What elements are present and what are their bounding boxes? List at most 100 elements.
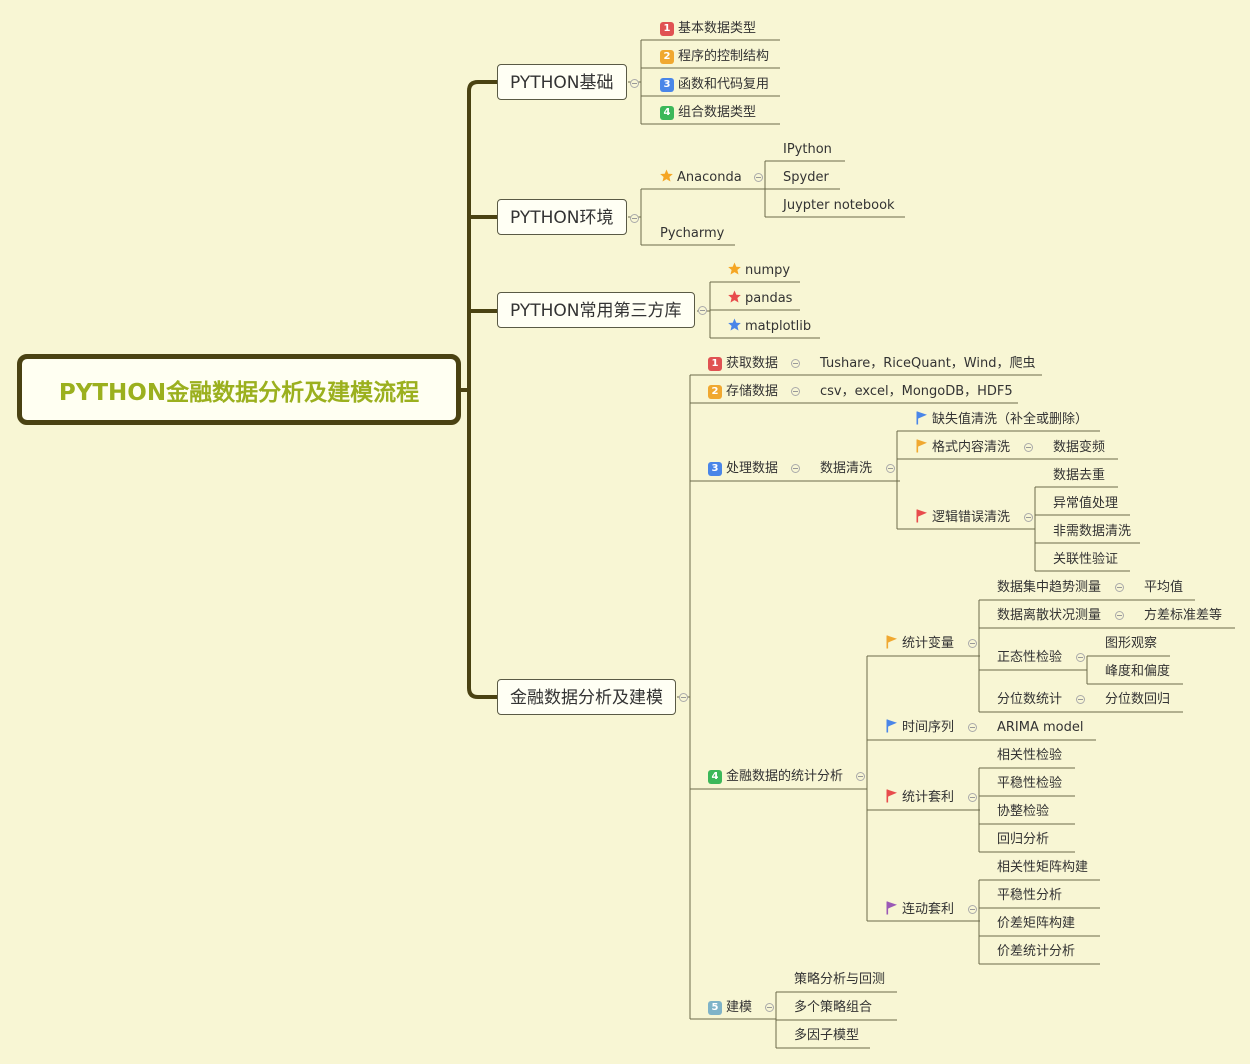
priority-3-icon: 3	[660, 78, 674, 92]
collapse-toggle[interactable]	[765, 1003, 774, 1012]
node-label: 基本数据类型	[678, 21, 757, 36]
model-leaf[interactable]: 策略分析与回测	[794, 971, 885, 989]
topic-finance-analysis[interactable]: 金融数据分析及建模	[497, 679, 676, 715]
stats-leaf[interactable]: ARIMA model	[997, 719, 1083, 737]
collapse-toggle[interactable]	[1076, 695, 1085, 704]
collapse-toggle[interactable]	[1115, 583, 1124, 592]
stats-leaf[interactable]: 峰度和偏度	[1105, 663, 1170, 681]
node-label: 峰度和偏度	[1105, 664, 1171, 679]
stats-leaf[interactable]: 价差统计分析	[997, 943, 1075, 961]
clean-logic[interactable]: 逻辑错误清洗	[915, 509, 1010, 529]
node-label: 统计套利	[902, 790, 955, 805]
collapse-toggle[interactable]	[968, 639, 977, 648]
env-tool[interactable]: Spyder	[783, 169, 829, 187]
lib-numpy[interactable]: numpy	[728, 262, 790, 282]
node-label: 多因子模型	[794, 1028, 860, 1043]
stats-measure[interactable]: 数据集中趋势测量	[997, 579, 1101, 597]
node-label: 分位数回归	[1105, 692, 1171, 707]
env-pycharmy[interactable]: Pycharmy	[660, 225, 724, 243]
collapse-toggle[interactable]	[968, 905, 977, 914]
topic-python-libs[interactable]: PYTHON常用第三方库	[497, 292, 695, 328]
lib-matplotlib[interactable]: matplotlib	[728, 318, 811, 338]
collapse-toggle[interactable]	[679, 693, 688, 702]
collapse-toggle[interactable]	[856, 772, 865, 781]
acquire-sources[interactable]: Tushare，RiceQuant，Wind，爬虫	[820, 355, 1035, 373]
stats-measure[interactable]: 分位数统计	[997, 691, 1062, 709]
collapse-toggle[interactable]	[968, 723, 977, 732]
stats-linked-arbitrage[interactable]: 连动套利	[885, 901, 954, 921]
stats-measure[interactable]: 正态性检验	[997, 649, 1062, 667]
priority-3-icon: 3	[708, 462, 722, 476]
collapse-toggle[interactable]	[791, 464, 800, 473]
lib-pandas[interactable]: pandas	[728, 290, 792, 310]
collapse-toggle[interactable]	[630, 214, 639, 223]
store-formats[interactable]: csv，excel，MongoDB，HDF5	[820, 383, 1013, 401]
model-leaf[interactable]: 多个策略组合	[794, 999, 872, 1017]
clean-leaf[interactable]: 数据去重	[1053, 467, 1105, 485]
stats-leaf[interactable]: 分位数回归	[1105, 691, 1170, 709]
flag-icon	[915, 411, 928, 431]
collapse-toggle[interactable]	[1024, 443, 1033, 452]
step-acquire[interactable]: 1 获取数据	[708, 355, 778, 373]
topic-label: PYTHON常用第三方库	[510, 301, 682, 321]
stats-leaf[interactable]: 相关性矩阵构建	[997, 859, 1088, 877]
node-label: Spyder	[783, 170, 829, 185]
collapse-toggle[interactable]	[1024, 513, 1033, 522]
collapse-toggle[interactable]	[1076, 653, 1085, 662]
stats-leaf[interactable]: 回归分析	[997, 831, 1049, 849]
node-label: 策略分析与回测	[794, 972, 886, 987]
env-anaconda[interactable]: Anaconda	[660, 169, 742, 189]
model-leaf[interactable]: 多因子模型	[794, 1027, 859, 1045]
stats-leaf[interactable]: 平稳性检验	[997, 775, 1062, 793]
stats-leaf[interactable]: 价差矩阵构建	[997, 915, 1075, 933]
collapse-toggle[interactable]	[630, 79, 639, 88]
stats-leaf[interactable]: 图形观察	[1105, 635, 1157, 653]
stats-variables[interactable]: 统计变量	[885, 635, 954, 655]
clean-leaf[interactable]: 关联性验证	[1053, 551, 1118, 569]
node-label: 逻辑错误清洗	[932, 510, 1011, 525]
clean-leaf[interactable]: 异常值处理	[1053, 495, 1118, 513]
collapse-toggle[interactable]	[698, 306, 707, 315]
collapse-toggle[interactable]	[791, 387, 800, 396]
stats-measure[interactable]: 数据离散状况测量	[997, 607, 1101, 625]
collapse-toggle[interactable]	[968, 793, 977, 802]
stats-leaf[interactable]: 相关性检验	[997, 747, 1062, 765]
stats-leaf[interactable]: 方差标准差等	[1144, 607, 1222, 625]
collapse-toggle[interactable]	[754, 173, 763, 182]
star-icon	[728, 262, 741, 282]
priority-1-icon: 1	[660, 22, 674, 36]
flag-icon	[915, 439, 928, 459]
node-label: 平稳性分析	[997, 888, 1063, 903]
stats-leaf[interactable]: 平稳性分析	[997, 887, 1062, 905]
node-label: 数据变频	[1053, 440, 1106, 455]
node-label: 平稳性检验	[997, 776, 1063, 791]
node-label: 获取数据	[726, 356, 779, 371]
stats-leaf[interactable]: 平均值	[1144, 579, 1183, 597]
clean-leaf[interactable]: 非需数据清洗	[1053, 523, 1131, 541]
topic-python-env[interactable]: PYTHON环境	[497, 199, 627, 235]
collapse-toggle[interactable]	[791, 359, 800, 368]
priority-1-icon: 1	[708, 357, 722, 371]
data-cleaning[interactable]: 数据清洗	[820, 460, 872, 478]
basics-item[interactable]: 1 基本数据类型	[660, 20, 756, 38]
env-tool[interactable]: Juypter notebook	[783, 197, 895, 215]
clean-format[interactable]: 格式内容清洗	[915, 439, 1010, 459]
topic-python-basics[interactable]: PYTHON基础	[497, 64, 627, 100]
stats-leaf[interactable]: 协整检验	[997, 803, 1049, 821]
root-topic[interactable]: PYTHON金融数据分析及建模流程	[17, 354, 461, 425]
stats-timeseries[interactable]: 时间序列	[885, 719, 954, 739]
stats-arbitrage[interactable]: 统计套利	[885, 789, 954, 809]
collapse-toggle[interactable]	[1115, 611, 1124, 620]
clean-leaf[interactable]: 数据变频	[1053, 439, 1105, 457]
node-label: 存储数据	[726, 384, 779, 399]
collapse-toggle[interactable]	[886, 464, 895, 473]
clean-missing[interactable]: 缺失值清洗（补全或删除）	[915, 411, 1088, 431]
env-tool[interactable]: IPython	[783, 141, 832, 159]
